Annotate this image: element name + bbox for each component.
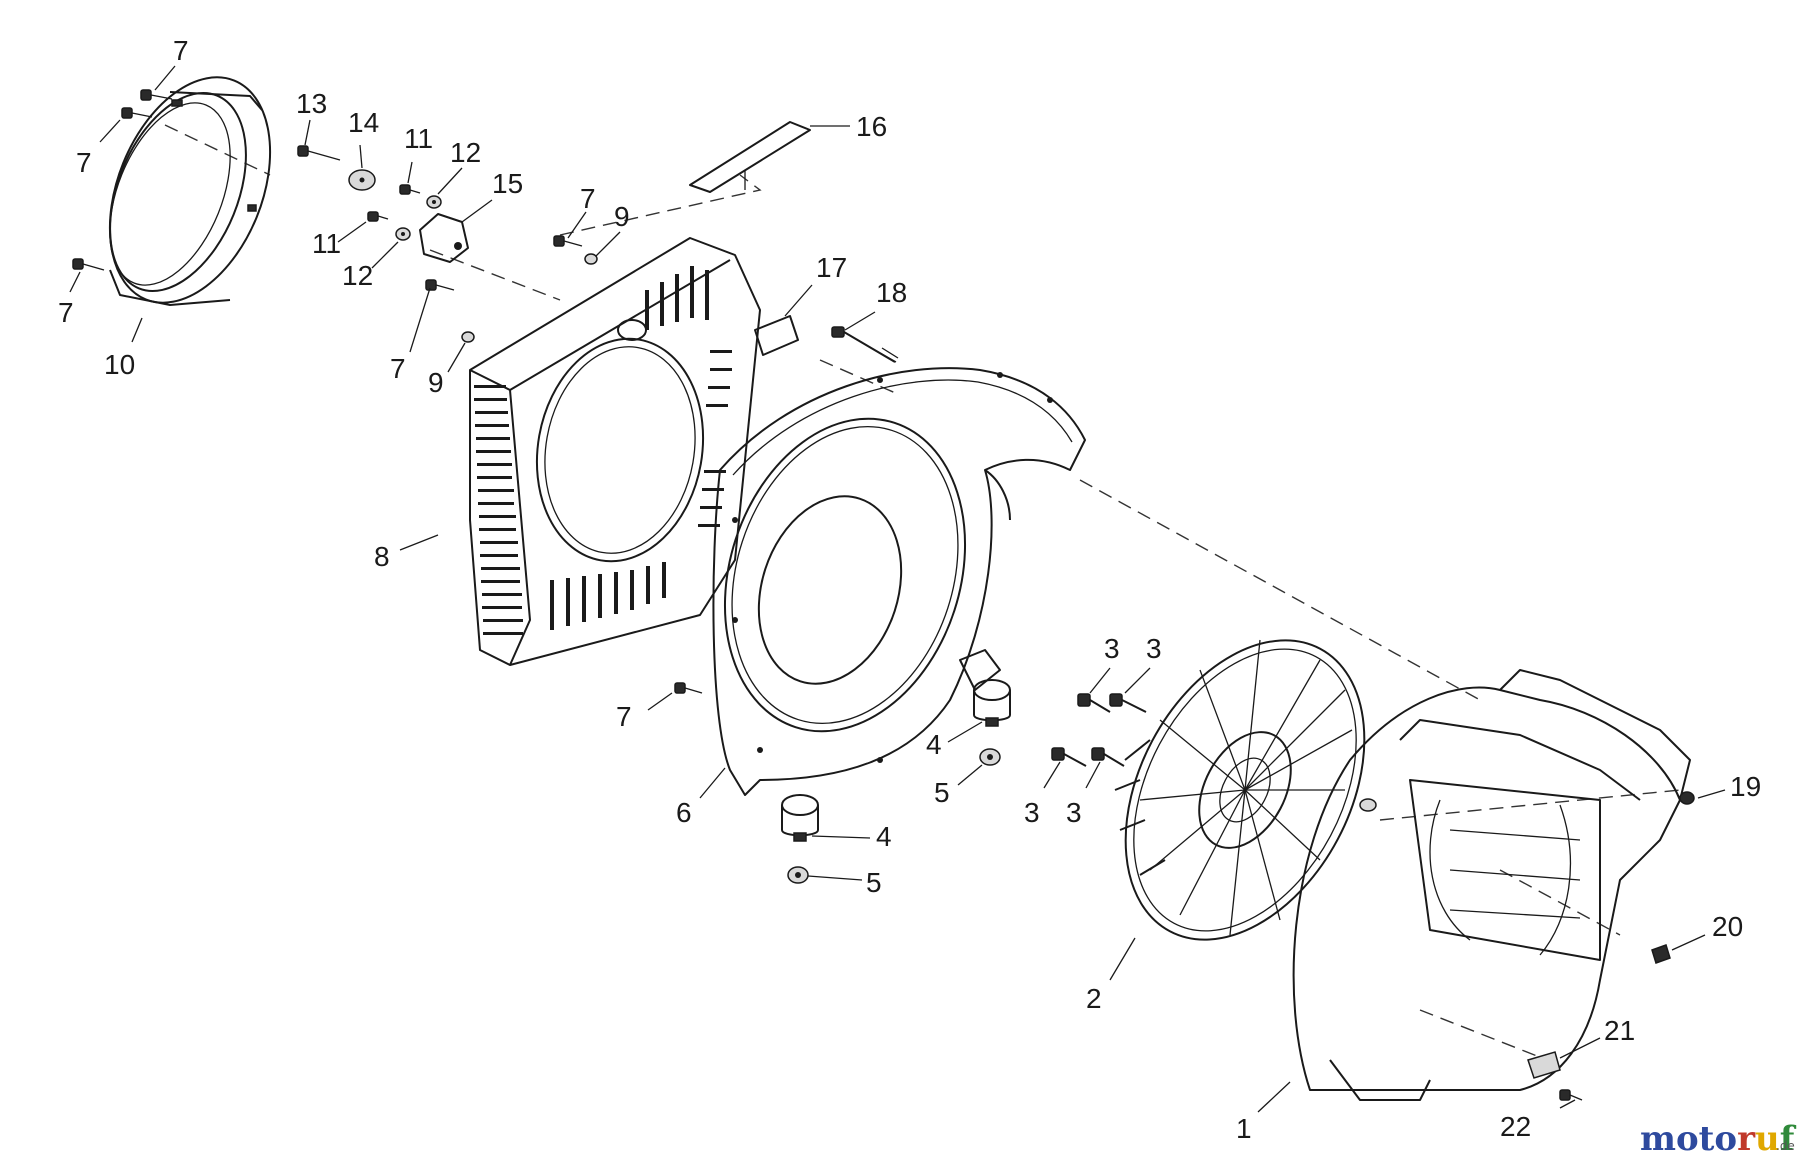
callout-20: 20 bbox=[1712, 911, 1743, 942]
washer-9-a bbox=[584, 253, 598, 265]
washer-12-b bbox=[395, 227, 411, 241]
watermark-suffix: .de bbox=[1776, 1139, 1795, 1153]
callout-16: 16 bbox=[856, 111, 887, 142]
screw-7-e bbox=[425, 279, 455, 291]
callout-3: 3 bbox=[1104, 633, 1120, 664]
label-16-sticker bbox=[689, 121, 811, 193]
watermark-text: motoruf bbox=[1640, 1119, 1797, 1159]
callout-5: 5 bbox=[866, 867, 882, 898]
callout-14: 14 bbox=[348, 107, 379, 138]
impeller-blades bbox=[1139, 639, 1353, 936]
screw-3-d bbox=[1091, 747, 1125, 767]
motoruf-watermark-logo: motoruf .de bbox=[1640, 1119, 1797, 1159]
callout-7: 7 bbox=[173, 35, 189, 66]
callout-7: 7 bbox=[58, 297, 74, 328]
callout-10: 10 bbox=[104, 349, 135, 380]
callout-7: 7 bbox=[580, 183, 596, 214]
callout-7: 7 bbox=[390, 353, 406, 384]
nut-5-lower bbox=[787, 866, 809, 884]
callout-7: 7 bbox=[616, 701, 632, 732]
callout-labels: 7 7 7 10 13 14 11 12 15 11 12 16 7 9 17 … bbox=[58, 35, 1761, 1144]
part-10-ring-cover bbox=[108, 76, 272, 306]
callout-1: 1 bbox=[1236, 1113, 1252, 1144]
screw-13 bbox=[297, 145, 341, 161]
callout-2: 2 bbox=[1086, 983, 1102, 1014]
callout-12: 12 bbox=[450, 137, 481, 168]
callout-17: 17 bbox=[816, 252, 847, 283]
callout-15: 15 bbox=[492, 168, 523, 199]
callout-11: 11 bbox=[404, 123, 433, 154]
callout-7: 7 bbox=[76, 147, 92, 178]
callout-12: 12 bbox=[342, 260, 373, 291]
screw-3-b bbox=[1109, 693, 1147, 713]
callout-9: 9 bbox=[428, 367, 444, 398]
callout-8: 8 bbox=[374, 541, 390, 572]
part-1-rear-housing bbox=[1292, 669, 1691, 1101]
screw-7-a bbox=[140, 89, 173, 101]
screw-3-c bbox=[1051, 747, 1087, 767]
nut-19 bbox=[1679, 791, 1695, 805]
screw-11-b bbox=[367, 211, 389, 222]
callout-4: 4 bbox=[876, 821, 892, 852]
callout-22: 22 bbox=[1500, 1111, 1531, 1142]
part-2-impeller bbox=[1114, 639, 1366, 941]
washer-14 bbox=[348, 169, 376, 191]
washer-12-a bbox=[426, 195, 442, 209]
callout-5: 5 bbox=[934, 777, 950, 808]
bracket-15 bbox=[419, 213, 469, 263]
callout-13: 13 bbox=[296, 88, 327, 119]
housing-fins bbox=[474, 266, 732, 635]
damper-4-upper bbox=[973, 679, 1011, 727]
screw-7-c bbox=[72, 258, 105, 271]
screw-7-d bbox=[553, 235, 583, 247]
callout-3: 3 bbox=[1146, 633, 1162, 664]
screw-3-a bbox=[1077, 693, 1111, 713]
screw-22 bbox=[1559, 1089, 1583, 1101]
callout-11: 11 bbox=[312, 228, 341, 259]
bolt-18 bbox=[831, 326, 899, 363]
callout-9: 9 bbox=[614, 201, 630, 232]
screw-7-b bbox=[121, 107, 153, 119]
callout-18: 18 bbox=[876, 277, 907, 308]
nut-5-upper bbox=[979, 748, 1001, 766]
callout-3: 3 bbox=[1066, 797, 1082, 828]
part-6-fan-cover bbox=[712, 367, 1086, 796]
washer-9-b bbox=[461, 331, 475, 343]
callout-3: 3 bbox=[1024, 797, 1040, 828]
clip-20 bbox=[1651, 944, 1671, 964]
callout-4: 4 bbox=[926, 729, 942, 760]
damper-4-lower bbox=[781, 794, 819, 842]
screw-7-f bbox=[674, 682, 703, 694]
callout-21: 21 bbox=[1604, 1015, 1635, 1046]
label-17-sticker bbox=[754, 315, 799, 356]
leader-lines bbox=[69, 65, 1726, 1113]
part-8-finned-housing bbox=[469, 237, 761, 666]
callout-19: 19 bbox=[1730, 771, 1761, 802]
callout-6: 6 bbox=[676, 797, 692, 828]
screw-11-a bbox=[399, 184, 421, 195]
clip-21 bbox=[1527, 1051, 1561, 1079]
